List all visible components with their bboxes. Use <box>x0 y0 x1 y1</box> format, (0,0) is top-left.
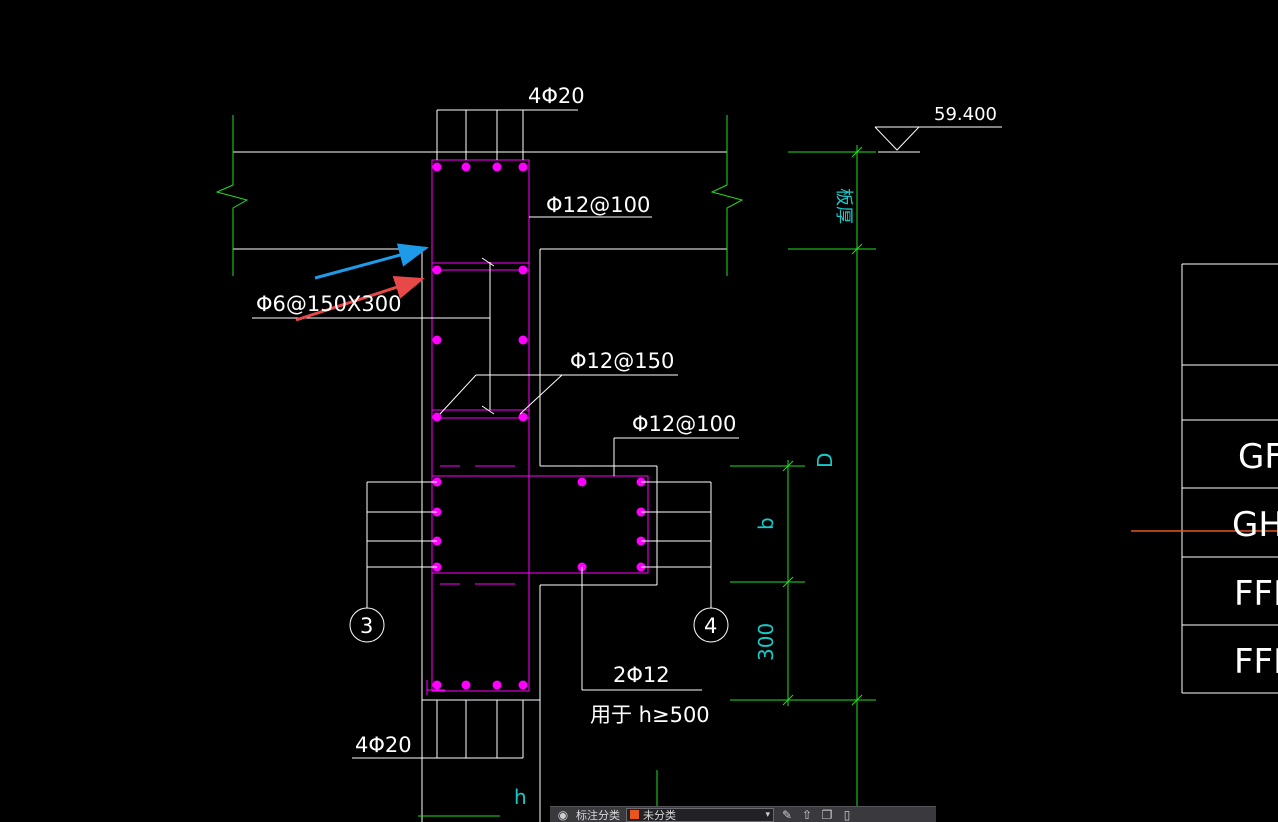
table-cell-2: GHF <box>1232 505 1278 545</box>
label-bottom-bars: 4Φ20 <box>355 733 412 757</box>
label-tie-bars: Φ6@150X300 <box>256 292 401 316</box>
elevation-marker <box>874 126 1002 153</box>
annotation-toolbar: ◉ 标注分类 未分类 ▾ ✎ ⇧ ❐ ▯ <box>550 806 936 822</box>
label-stirrup-wall: Φ12@100 <box>632 412 736 436</box>
layer-color-swatch <box>630 810 639 819</box>
label-extra-note: 用于 h≥500 <box>590 703 710 727</box>
label-elevation: 59.400 <box>934 104 997 125</box>
layer-dropdown-value: 未分类 <box>643 808 676 822</box>
annotation-arrow-red <box>295 275 425 322</box>
delete-icon[interactable]: ▯ <box>843 807 851 822</box>
label-dim-b: b <box>754 517 778 530</box>
legend-table <box>1181 263 1278 694</box>
copy-icon[interactable]: ❐ <box>821 807 833 822</box>
label-extra-bars: 2Φ12 <box>613 663 670 687</box>
table-cell-1: GFN <box>1238 437 1278 477</box>
axis-circle-4 <box>693 607 729 643</box>
label-top-bars: 4Φ20 <box>528 84 585 108</box>
edit-icon[interactable]: ✎ <box>781 807 793 822</box>
layer-dropdown[interactable]: 未分类 ▾ <box>626 807 774 822</box>
rebar-bars <box>432 162 646 690</box>
label-dim-300: 300 <box>754 623 778 661</box>
table-cell-3: FFH <box>1234 574 1278 614</box>
slab-outline <box>233 151 727 822</box>
axis-circle-3 <box>349 607 385 643</box>
label-stirrup-main: Φ12@100 <box>546 193 650 217</box>
label-stirrup-inner: Φ12@150 <box>570 349 674 373</box>
label-axis-4: 4 <box>704 614 717 638</box>
leader-lines <box>252 109 739 759</box>
annotation-arrow-blue <box>314 243 429 280</box>
upload-icon[interactable]: ⇧ <box>801 807 813 822</box>
rebar-stirrups <box>426 159 649 695</box>
label-dim-h: h <box>514 785 527 809</box>
break-lines <box>215 115 876 822</box>
label-slab-thickness: 板厚 <box>833 188 854 224</box>
layers-icon[interactable]: ◉ <box>557 807 569 822</box>
label-axis-3: 3 <box>360 614 373 638</box>
toolbar-label: 标注分类 <box>576 808 620 822</box>
label-dim-d: D <box>813 453 837 468</box>
chevron-down-icon: ▾ <box>765 809 770 820</box>
table-cell-4: FFH <box>1234 642 1278 682</box>
